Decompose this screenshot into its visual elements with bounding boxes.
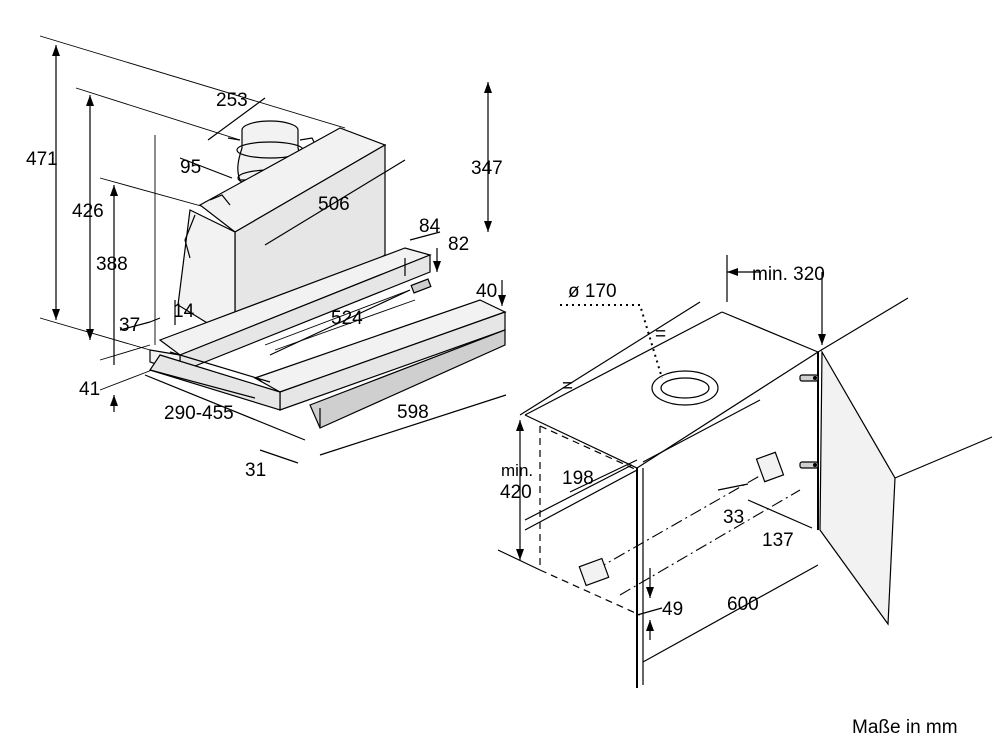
cabinet-drawing — [497, 255, 993, 688]
dim-41: 41 — [79, 379, 100, 400]
dim-diameter: ø 170 — [568, 281, 617, 302]
dim-426: 426 — [72, 201, 104, 222]
units-note: Maße in mm — [852, 717, 958, 738]
dim-min-320: min. 320 — [752, 264, 825, 285]
dim-253: 253 — [216, 90, 248, 111]
dim-82: 82 — [448, 234, 469, 255]
equal-sign-top: = — [655, 324, 666, 345]
dim-524: 524 — [331, 308, 363, 329]
dim-31: 31 — [245, 460, 266, 481]
dim-min-420-b: 420 — [500, 482, 532, 503]
dim-49: 49 — [662, 599, 683, 620]
dim-506: 506 — [318, 194, 350, 215]
dim-347: 347 — [471, 158, 503, 179]
left-labels: 471 426 388 253 95 506 347 84 82 40 524 … — [26, 90, 503, 481]
dim-600: 600 — [727, 594, 759, 615]
hood-drawing — [39, 35, 507, 464]
dim-33: 33 — [723, 507, 744, 528]
dim-min-420-a: min. — [501, 461, 533, 480]
dim-290-455: 290-455 — [164, 403, 234, 424]
dim-198: 198 — [562, 468, 594, 489]
equal-sign-left: = — [562, 376, 573, 397]
dim-14: 14 — [173, 301, 195, 322]
dim-471: 471 — [26, 149, 58, 170]
dim-388: 388 — [96, 254, 128, 275]
dim-95: 95 — [180, 157, 201, 178]
right-labels: ø 170 min. 320 = = min. 420 198 33 137 4… — [500, 264, 825, 620]
dim-598: 598 — [397, 402, 429, 423]
dim-40: 40 — [476, 281, 497, 302]
dim-137: 137 — [762, 530, 794, 551]
dim-84: 84 — [419, 216, 441, 237]
dim-37: 37 — [119, 315, 140, 336]
